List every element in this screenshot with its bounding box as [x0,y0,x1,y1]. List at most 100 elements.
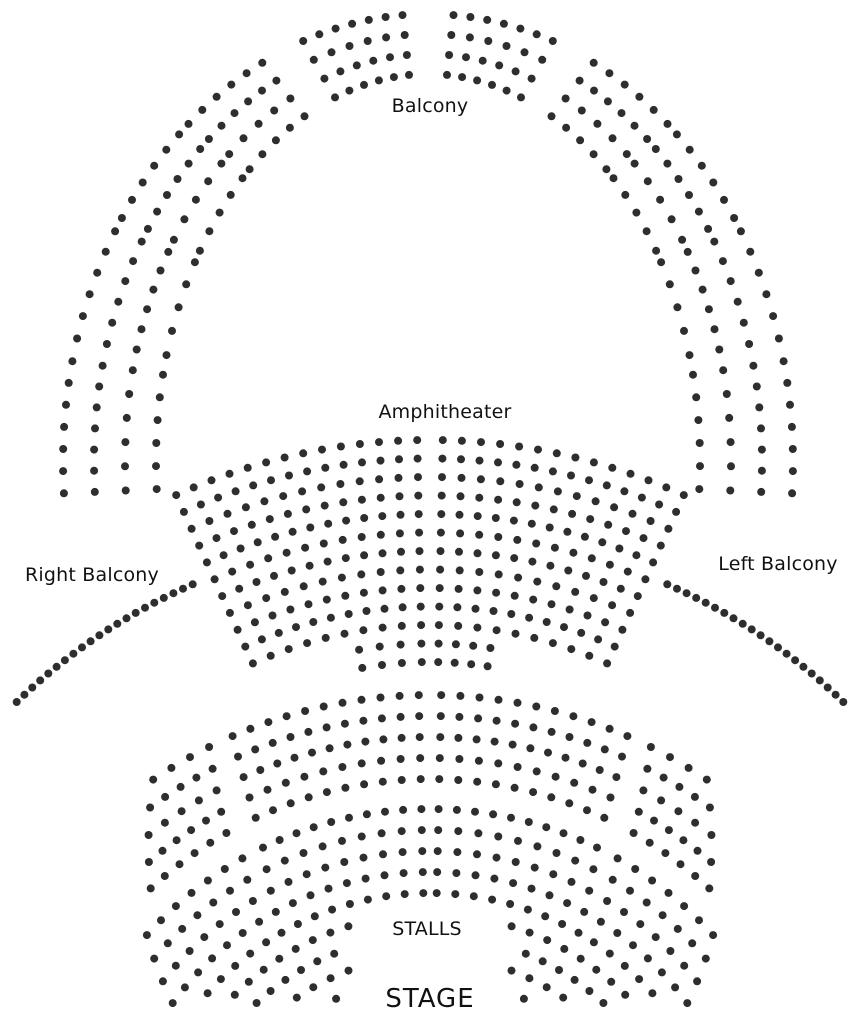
seat-dot[interactable] [342,879,351,888]
seat-dot[interactable] [282,712,291,721]
seat-dot[interactable] [225,608,234,617]
seat-dot[interactable] [588,785,597,794]
seat-dot[interactable] [270,106,279,115]
seat-dot[interactable] [433,847,442,856]
seat-dot[interactable] [569,548,578,557]
seat-dot[interactable] [455,712,464,721]
seat-dot[interactable] [149,775,158,784]
seat-dot[interactable] [284,645,293,654]
seat-dot[interactable] [73,334,82,343]
seat-dot[interactable] [172,491,181,500]
seat-dot[interactable] [563,899,572,908]
seat-dot[interactable] [359,588,368,597]
seat-dot[interactable] [593,119,602,128]
seat-dot[interactable] [610,503,619,512]
seat-dot[interactable] [396,566,405,575]
seat-dot[interactable] [338,836,346,845]
seat-dot[interactable] [490,737,499,746]
seat-dot[interactable] [159,370,167,379]
seat-dot[interactable] [378,586,387,595]
seat-dot[interactable] [690,792,699,801]
seat-dot[interactable] [484,37,493,45]
seat-dot[interactable] [774,334,783,343]
seat-dot[interactable] [702,775,711,784]
seat-dot[interactable] [92,403,101,412]
seat-dot[interactable] [650,816,658,825]
seat-dot[interactable] [292,993,301,1002]
seat-dot[interactable] [343,740,352,749]
seat-dot[interactable] [680,961,689,970]
seat-dot[interactable] [328,905,337,914]
seat-dot[interactable] [475,693,484,702]
seat-dot[interactable] [585,886,594,895]
seat-dot[interactable] [319,767,328,776]
seat-dot[interactable] [454,827,463,836]
seat-dot[interactable] [488,80,496,89]
seat-dot[interactable] [495,61,504,70]
seat-dot[interactable] [529,788,538,797]
seat-dot[interactable] [726,486,735,495]
seat-dot[interactable] [397,733,406,742]
seat-dot[interactable] [398,603,407,612]
seat-dot[interactable] [711,603,719,612]
seat-dot[interactable] [599,578,608,586]
seat-dot[interactable] [553,487,562,496]
seat-dot[interactable] [628,509,637,518]
seat-dot[interactable] [364,15,373,24]
seat-dot[interactable] [544,748,552,757]
seat-dot[interactable] [357,495,366,504]
seat-dot[interactable] [696,462,704,471]
seat-dot[interactable] [336,480,345,488]
seat-dot[interactable] [376,493,385,502]
seat-dot[interactable] [496,440,505,448]
seat-dot[interactable] [149,285,158,294]
seat-dot[interactable] [59,467,68,476]
seat-dot[interactable] [175,130,184,139]
seat-dot[interactable] [324,519,333,528]
seat-dot[interactable] [548,37,557,45]
seat-dot[interactable] [395,492,404,501]
seat-dot[interactable] [246,949,255,958]
seat-dot[interactable] [254,119,263,128]
seat-dot[interactable] [297,966,305,974]
seat-dot[interactable] [235,584,244,593]
seat-dot[interactable] [655,500,664,509]
seat-dot[interactable] [157,916,165,925]
seat-dot[interactable] [326,613,335,622]
seat-dot[interactable] [225,150,234,159]
seat-dot[interactable] [266,651,275,660]
seat-dot[interactable] [457,436,466,445]
seat-dot[interactable] [236,544,245,553]
seat-dot[interactable] [264,718,273,727]
seat-dot[interactable] [697,161,706,170]
seat-dot[interactable] [612,773,621,782]
seat-dot[interactable] [648,989,657,998]
seat-dot[interactable] [275,954,284,963]
seat-dot[interactable] [355,477,364,486]
seat-dot[interactable] [336,442,345,451]
seat-dot[interactable] [474,829,483,838]
seat-dot[interactable] [434,639,443,648]
seat-dot[interactable] [580,907,589,916]
seat-dot[interactable] [662,483,671,492]
seat-dot[interactable] [545,891,554,900]
seat-dot[interactable] [194,796,203,805]
seat-dot[interactable] [340,858,349,866]
seat-dot[interactable] [131,608,140,617]
seat-dot[interactable] [657,968,666,977]
seat-dot[interactable] [309,983,318,992]
seat-dot[interactable] [469,892,478,901]
seat-dot[interactable] [718,257,727,266]
seat-dot[interactable] [169,589,178,598]
seat-dot[interactable] [527,884,536,893]
seat-dot[interactable] [174,303,183,312]
seat-dot[interactable] [122,413,131,422]
seat-dot[interactable] [715,345,724,354]
seat-dot[interactable] [91,424,99,433]
seat-dot[interactable] [358,458,366,467]
seat-dot[interactable] [176,782,185,791]
seat-dot[interactable] [320,74,329,83]
seat-dot[interactable] [520,48,529,57]
seat-dot[interactable] [546,561,555,570]
seat-dot[interactable] [369,56,378,65]
